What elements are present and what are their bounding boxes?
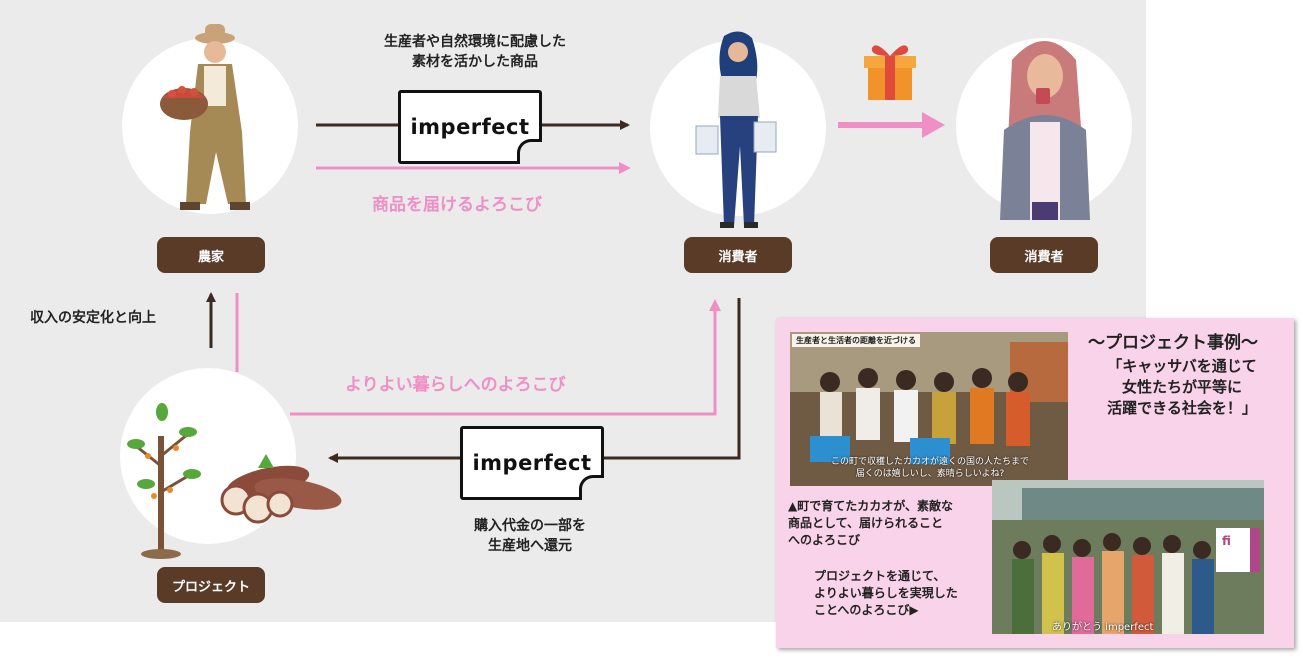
project-illustration [118, 396, 350, 560]
photo1-subtitle-line1: この町で収穫したカカオが遠くの国の人たちまで [804, 456, 1056, 468]
caption-better-life: プロジェクトを通じて、 よりよい暮らしを実現した ことへのよろこび▶ [814, 568, 958, 619]
logo-fold [579, 475, 604, 500]
farmer-label: 農家 [157, 237, 265, 273]
gift-icon [862, 40, 918, 102]
logo-fold [517, 139, 542, 164]
logo-text: imperfect [472, 451, 591, 475]
photo1-subtitle-line2: 届くのは嬉しいし、素晴らしいよね? [804, 468, 1056, 480]
quote-line1: 「キャッサバを通じて [1082, 356, 1282, 377]
imperfect-logo-bottom: imperfect [460, 426, 604, 500]
top-caption: 生産者や自然環境に配慮した 素材を活かした商品 [340, 32, 610, 72]
caption-better-life-line3: ことへのよろこび▶ [814, 602, 958, 619]
logo-text: imperfect [410, 115, 529, 139]
caption-cacao-line1: ▲町で育てたカカオが、素敵な [788, 498, 953, 515]
joy-better-life-text: よりよい暮らしへのよろこび [345, 370, 566, 395]
imperfect-logo-top: imperfect [398, 90, 542, 164]
caption-cacao-line3: へのよろこび [788, 532, 953, 549]
caption-better-life-line2: よりよい暮らしを実現した [814, 585, 958, 602]
income-text: 収入の安定化と向上 [30, 308, 156, 328]
better-life-arrow [290, 302, 715, 414]
photo-cacao-women: 生産者と生活者の距離を近づける この町で収穫したカカオが遠くの国の人たちまで 届… [790, 332, 1068, 486]
photo-celebrating-women: fi ありがとう imperfect [992, 480, 1264, 634]
farmer-illustration [150, 22, 270, 218]
case-study-title: ～プロジェクト事例～ [1088, 328, 1258, 353]
caption-cacao-line2: 商品として、届けられること [788, 515, 953, 532]
photo1-banner: 生産者と生活者の距離を近づける [792, 334, 920, 347]
caption-better-life-line1: プロジェクトを通じて、 [814, 568, 958, 585]
consumer2-label: 消費者 [990, 237, 1098, 273]
project-label: プロジェクト [157, 567, 265, 603]
caption-cacao: ▲町で育てたカカオが、素敵な 商品として、届けられること へのよろこび [788, 498, 953, 549]
case-study-quote: 「キャッサバを通じて 女性たちが平等に 活躍できる社会を！」 [1082, 356, 1282, 419]
top-caption-line1: 生産者や自然環境に配慮した [340, 32, 610, 52]
return-caption: 購入代金の一部を 生産地へ還元 [430, 516, 630, 556]
return-caption-line2: 生産地へ還元 [430, 536, 630, 556]
consumer1-label: 消費者 [684, 237, 792, 273]
photo2-scene [992, 480, 1264, 634]
joy-delivering-text: 商品を届けるよろこび [372, 190, 542, 215]
consumer2-illustration [990, 30, 1100, 222]
gift-arrow-head [922, 112, 945, 138]
case-study-card: ～プロジェクト事例～ 「キャッサバを通じて 女性たちが平等に 活躍できる社会を！… [776, 318, 1294, 648]
consumer1-illustration [690, 26, 790, 230]
quote-line3: 活躍できる社会を！」 [1082, 398, 1282, 419]
photo2-subtitle: ありがとう imperfect [1052, 618, 1153, 633]
photo2-sign: fi [1222, 534, 1231, 548]
photo1-subtitle: この町で収穫したカカオが遠くの国の人たちまで 届くのは嬉しいし、素晴らしいよね? [804, 456, 1056, 480]
quote-line2: 女性たちが平等に [1082, 377, 1282, 398]
top-caption-line2: 素材を活かした商品 [340, 52, 610, 72]
return-caption-line1: 購入代金の一部を [430, 516, 630, 536]
